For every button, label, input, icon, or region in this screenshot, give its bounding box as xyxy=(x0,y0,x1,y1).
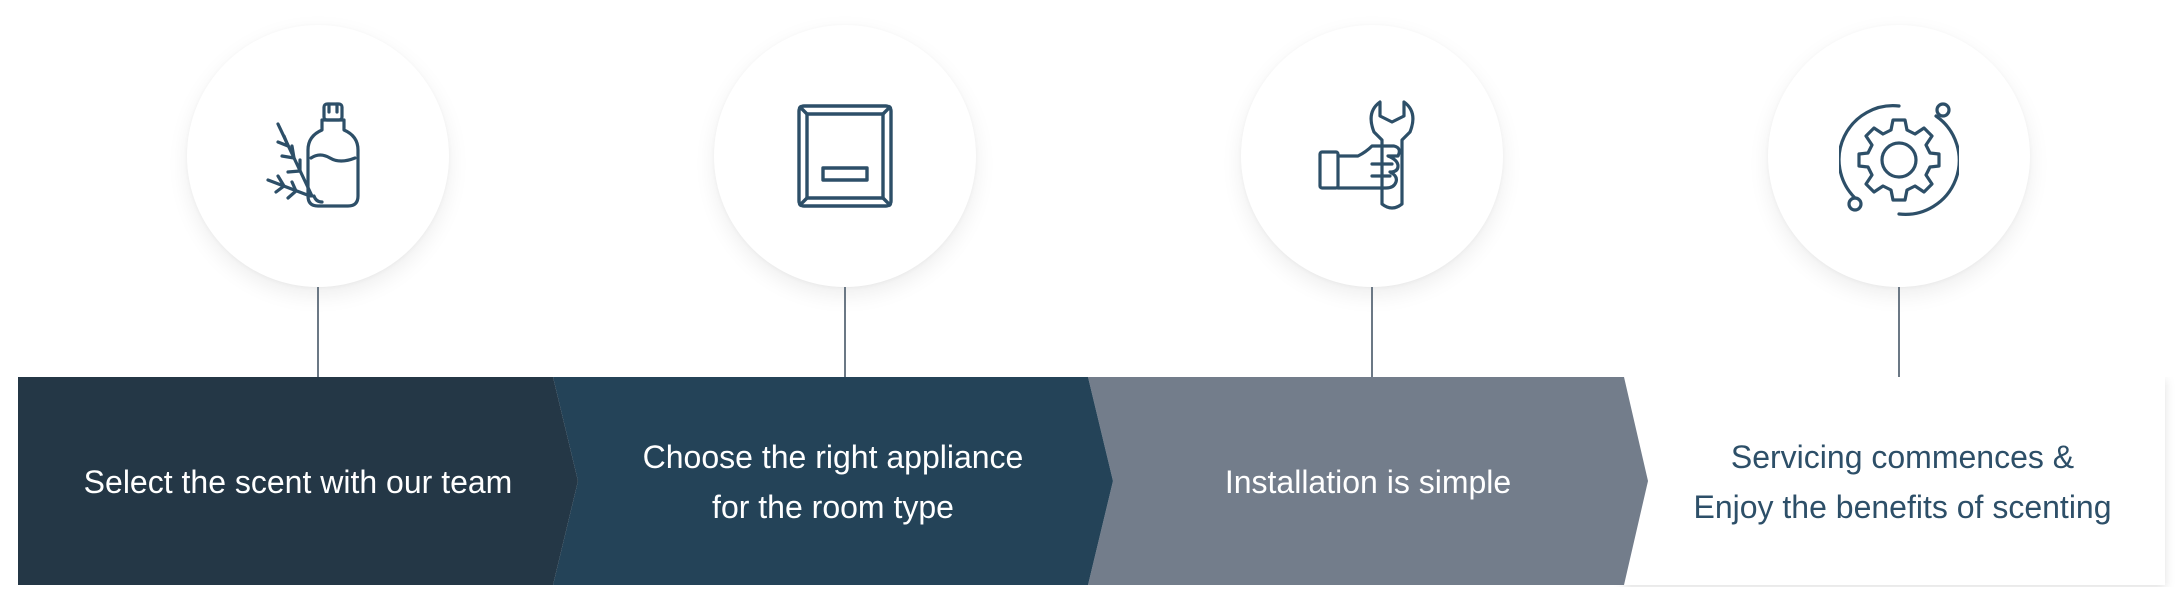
step-2-shape xyxy=(553,377,1113,585)
step-3-icon-circle xyxy=(1241,25,1503,287)
scent-bottle-icon xyxy=(266,102,360,208)
step-4-label: Servicing commences & Enjoy the benefits… xyxy=(1693,439,2112,525)
step-2-icon-circle xyxy=(714,25,976,287)
step-1-shape xyxy=(18,377,578,585)
step-2-label: Choose the right appliance for the room … xyxy=(642,439,1024,525)
step-4-icon-circle xyxy=(1768,25,2030,287)
step-4-connector xyxy=(1898,287,1900,377)
installation-wrench-icon xyxy=(1318,100,1415,210)
steps-band xyxy=(0,377,2180,587)
step-2-connector xyxy=(844,287,846,377)
step-1-label: Select the scent with our team xyxy=(83,464,513,500)
step-3-shape xyxy=(1088,377,1648,585)
step-3-label: Installation is simple xyxy=(1224,464,1512,500)
step-1-connector xyxy=(317,287,319,377)
step-3-connector xyxy=(1371,287,1373,377)
appliance-icon xyxy=(797,104,893,208)
step-4-shape xyxy=(1622,377,2165,585)
step-1-icon-circle xyxy=(187,25,449,287)
servicing-gear-icon xyxy=(1839,102,1959,216)
